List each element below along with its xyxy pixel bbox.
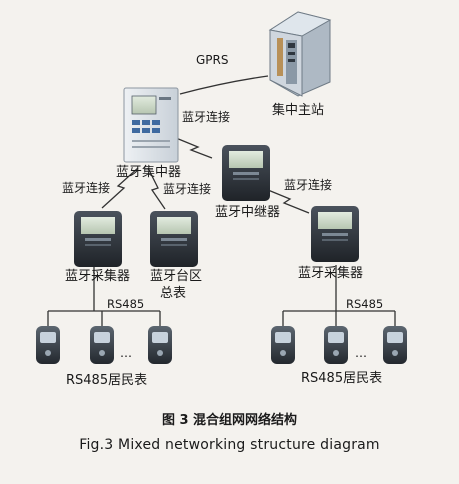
bluetooth-collector-right-device <box>311 206 359 262</box>
master-station-server <box>268 11 332 97</box>
concentrator-label: 蓝牙集中器 <box>116 165 182 180</box>
connection-lines <box>47 75 396 326</box>
ellipsis-right: … <box>355 346 367 360</box>
bt-link-top-label: 蓝牙连接 <box>182 110 231 124</box>
district-meter-label-line2: 总表 <box>160 286 187 301</box>
bt-link-right-label: 蓝牙连接 <box>284 178 333 192</box>
bt-link-conc-repeater <box>175 137 213 159</box>
rs485-right-label: RS485 <box>346 297 384 311</box>
resident-meter-right-3 <box>383 326 407 364</box>
rs485-left-label: RS485 <box>107 297 145 311</box>
collector-left-label: 蓝牙采集器 <box>65 269 131 284</box>
resident-meter-left-1 <box>36 326 60 364</box>
bt-link-mid-label: 蓝牙连接 <box>163 182 212 196</box>
figure-caption-en: Fig.3 Mixed networking structure diagram <box>79 437 380 453</box>
resident-meter-left-3 <box>148 326 172 364</box>
master-station-label: 集中主站 <box>272 103 325 118</box>
resident-meter-right-2 <box>324 326 348 364</box>
collector-right-label: 蓝牙采集器 <box>298 266 364 281</box>
district-meter-label-line1: 蓝牙台区 <box>150 269 203 284</box>
gprs-label: GPRS <box>196 53 229 67</box>
district-total-meter-device <box>150 211 198 267</box>
rs485-bus-right <box>282 265 396 326</box>
rs485-bus-left <box>47 265 161 326</box>
resident-meter-right-1 <box>271 326 295 364</box>
ellipsis-left: … <box>120 346 132 360</box>
bluetooth-concentrator-device <box>123 87 179 163</box>
bt-link-repeater-collector <box>267 189 310 214</box>
resident-meters-left-label: RS485居民表 <box>66 373 148 388</box>
bt-link-conc-district <box>147 167 166 210</box>
bt-link-conc-collector <box>101 167 139 209</box>
resident-meters-right-label: RS485居民表 <box>301 371 383 386</box>
bluetooth-repeater-device <box>222 145 270 201</box>
resident-meter-left-2 <box>90 326 114 364</box>
bluetooth-collector-left-device <box>74 211 122 267</box>
bt-link-left-label: 蓝牙连接 <box>62 181 111 195</box>
figure-caption-cn: 图 3 混合组网网络结构 <box>161 413 298 428</box>
repeater-label: 蓝牙中继器 <box>215 205 281 220</box>
gprs-link <box>179 75 269 95</box>
